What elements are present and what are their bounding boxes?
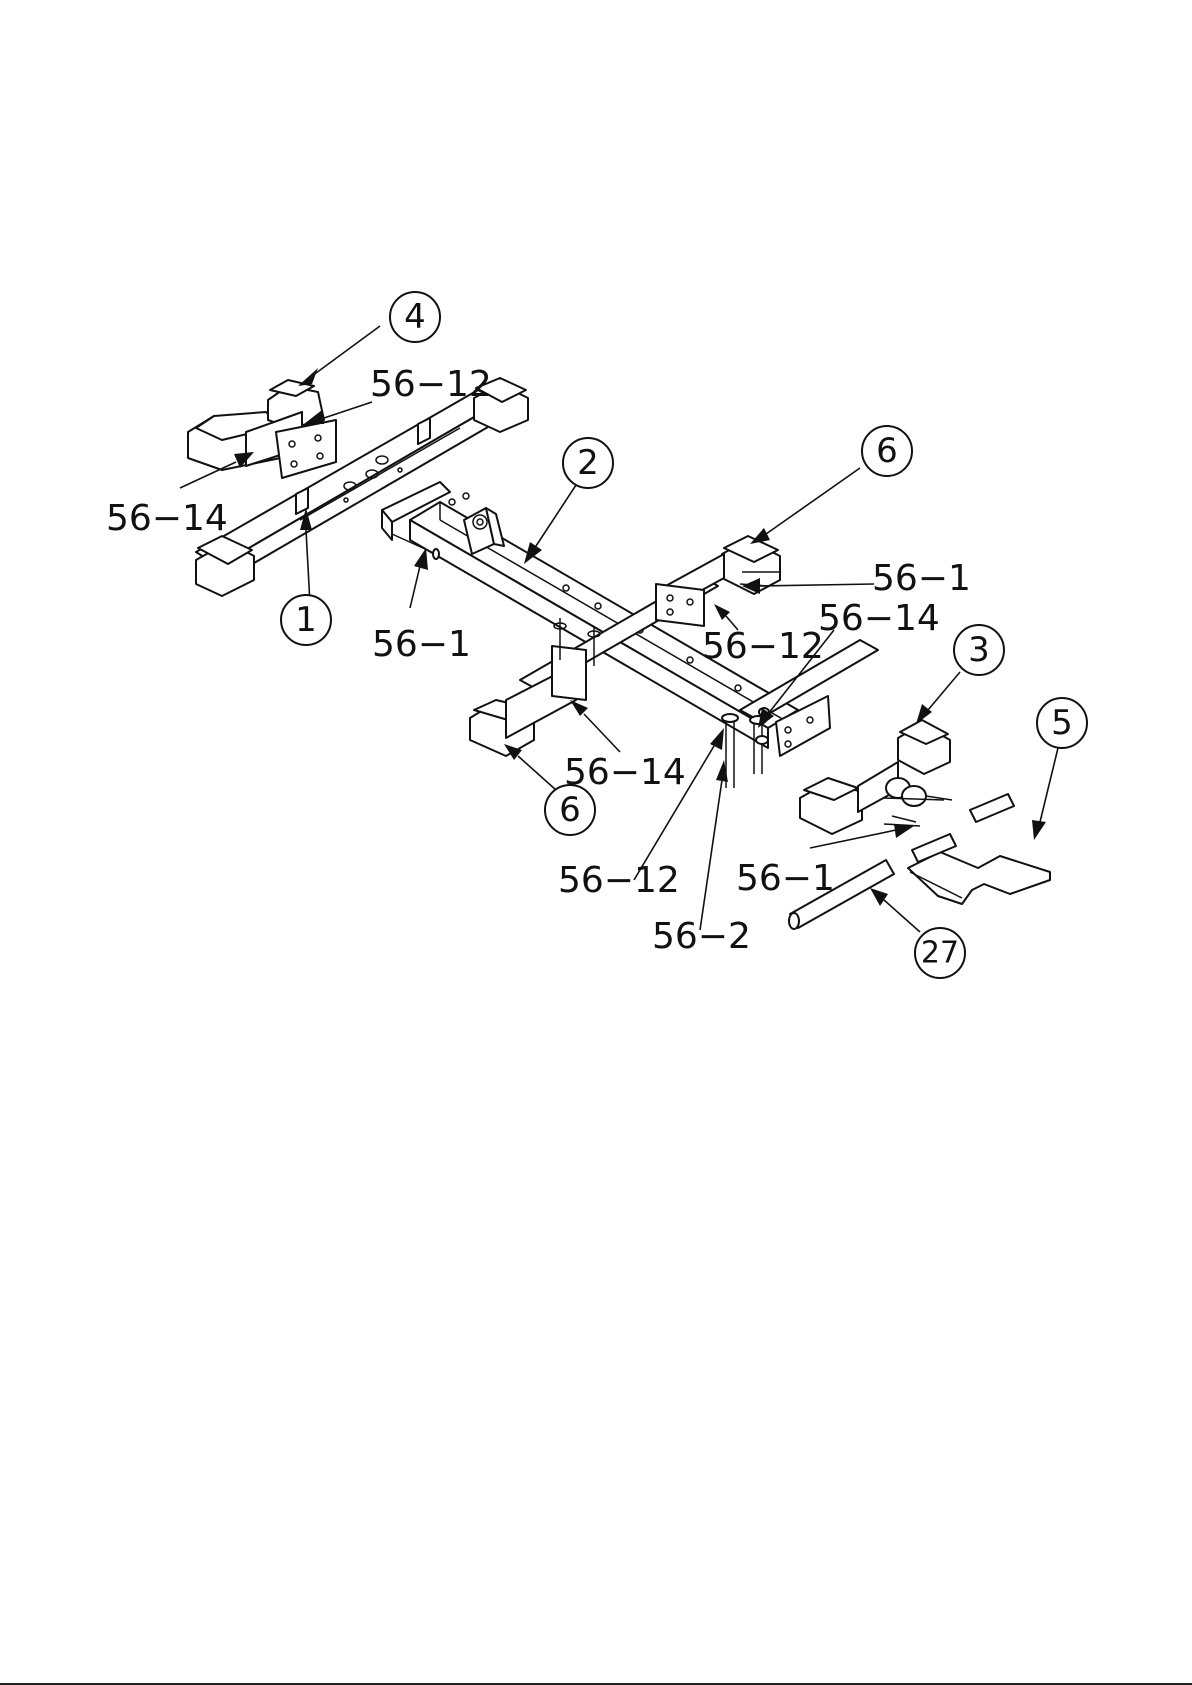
label-56-14-center: 56−14: [564, 752, 686, 793]
label-56-1-left: 56−1: [372, 624, 471, 665]
callout-1: 1: [281, 595, 331, 645]
callout-4: 4: [390, 292, 440, 342]
callout-3-text: 3: [968, 630, 990, 670]
wheel-bracket-part: [908, 794, 1050, 904]
callout-6-upper: 6: [862, 426, 912, 476]
callout-1-text: 1: [295, 600, 317, 640]
label-56-1-bottom: 56−1: [736, 858, 835, 899]
front-foot-part: [800, 720, 952, 834]
callout-2: 2: [563, 438, 613, 488]
label-56-12-right: 56−12: [702, 626, 824, 667]
foot-pad-upper-part: [656, 536, 780, 626]
callout-2-text: 2: [577, 443, 599, 483]
callout-6-lower-text: 6: [559, 790, 581, 830]
callout-3: 3: [954, 625, 1004, 675]
label-56-1-right: 56−1: [872, 558, 971, 599]
label-56-14-left: 56−14: [106, 498, 228, 539]
label-56-2: 56−2: [652, 916, 751, 957]
callout-27: 27: [915, 928, 965, 978]
callout-6-upper-text: 6: [876, 431, 898, 471]
callout-5: 5: [1037, 698, 1087, 748]
callout-4-text: 4: [404, 297, 426, 337]
label-56-14-right: 56−14: [818, 598, 940, 639]
label-56-12-bottom: 56−12: [558, 860, 680, 901]
label-56-12-top: 56−12: [370, 364, 492, 405]
callout-5-text: 5: [1051, 703, 1073, 743]
main-frame-part: [382, 482, 798, 748]
callout-27-text: 27: [921, 936, 959, 971]
rear-foot-part: [188, 380, 336, 478]
